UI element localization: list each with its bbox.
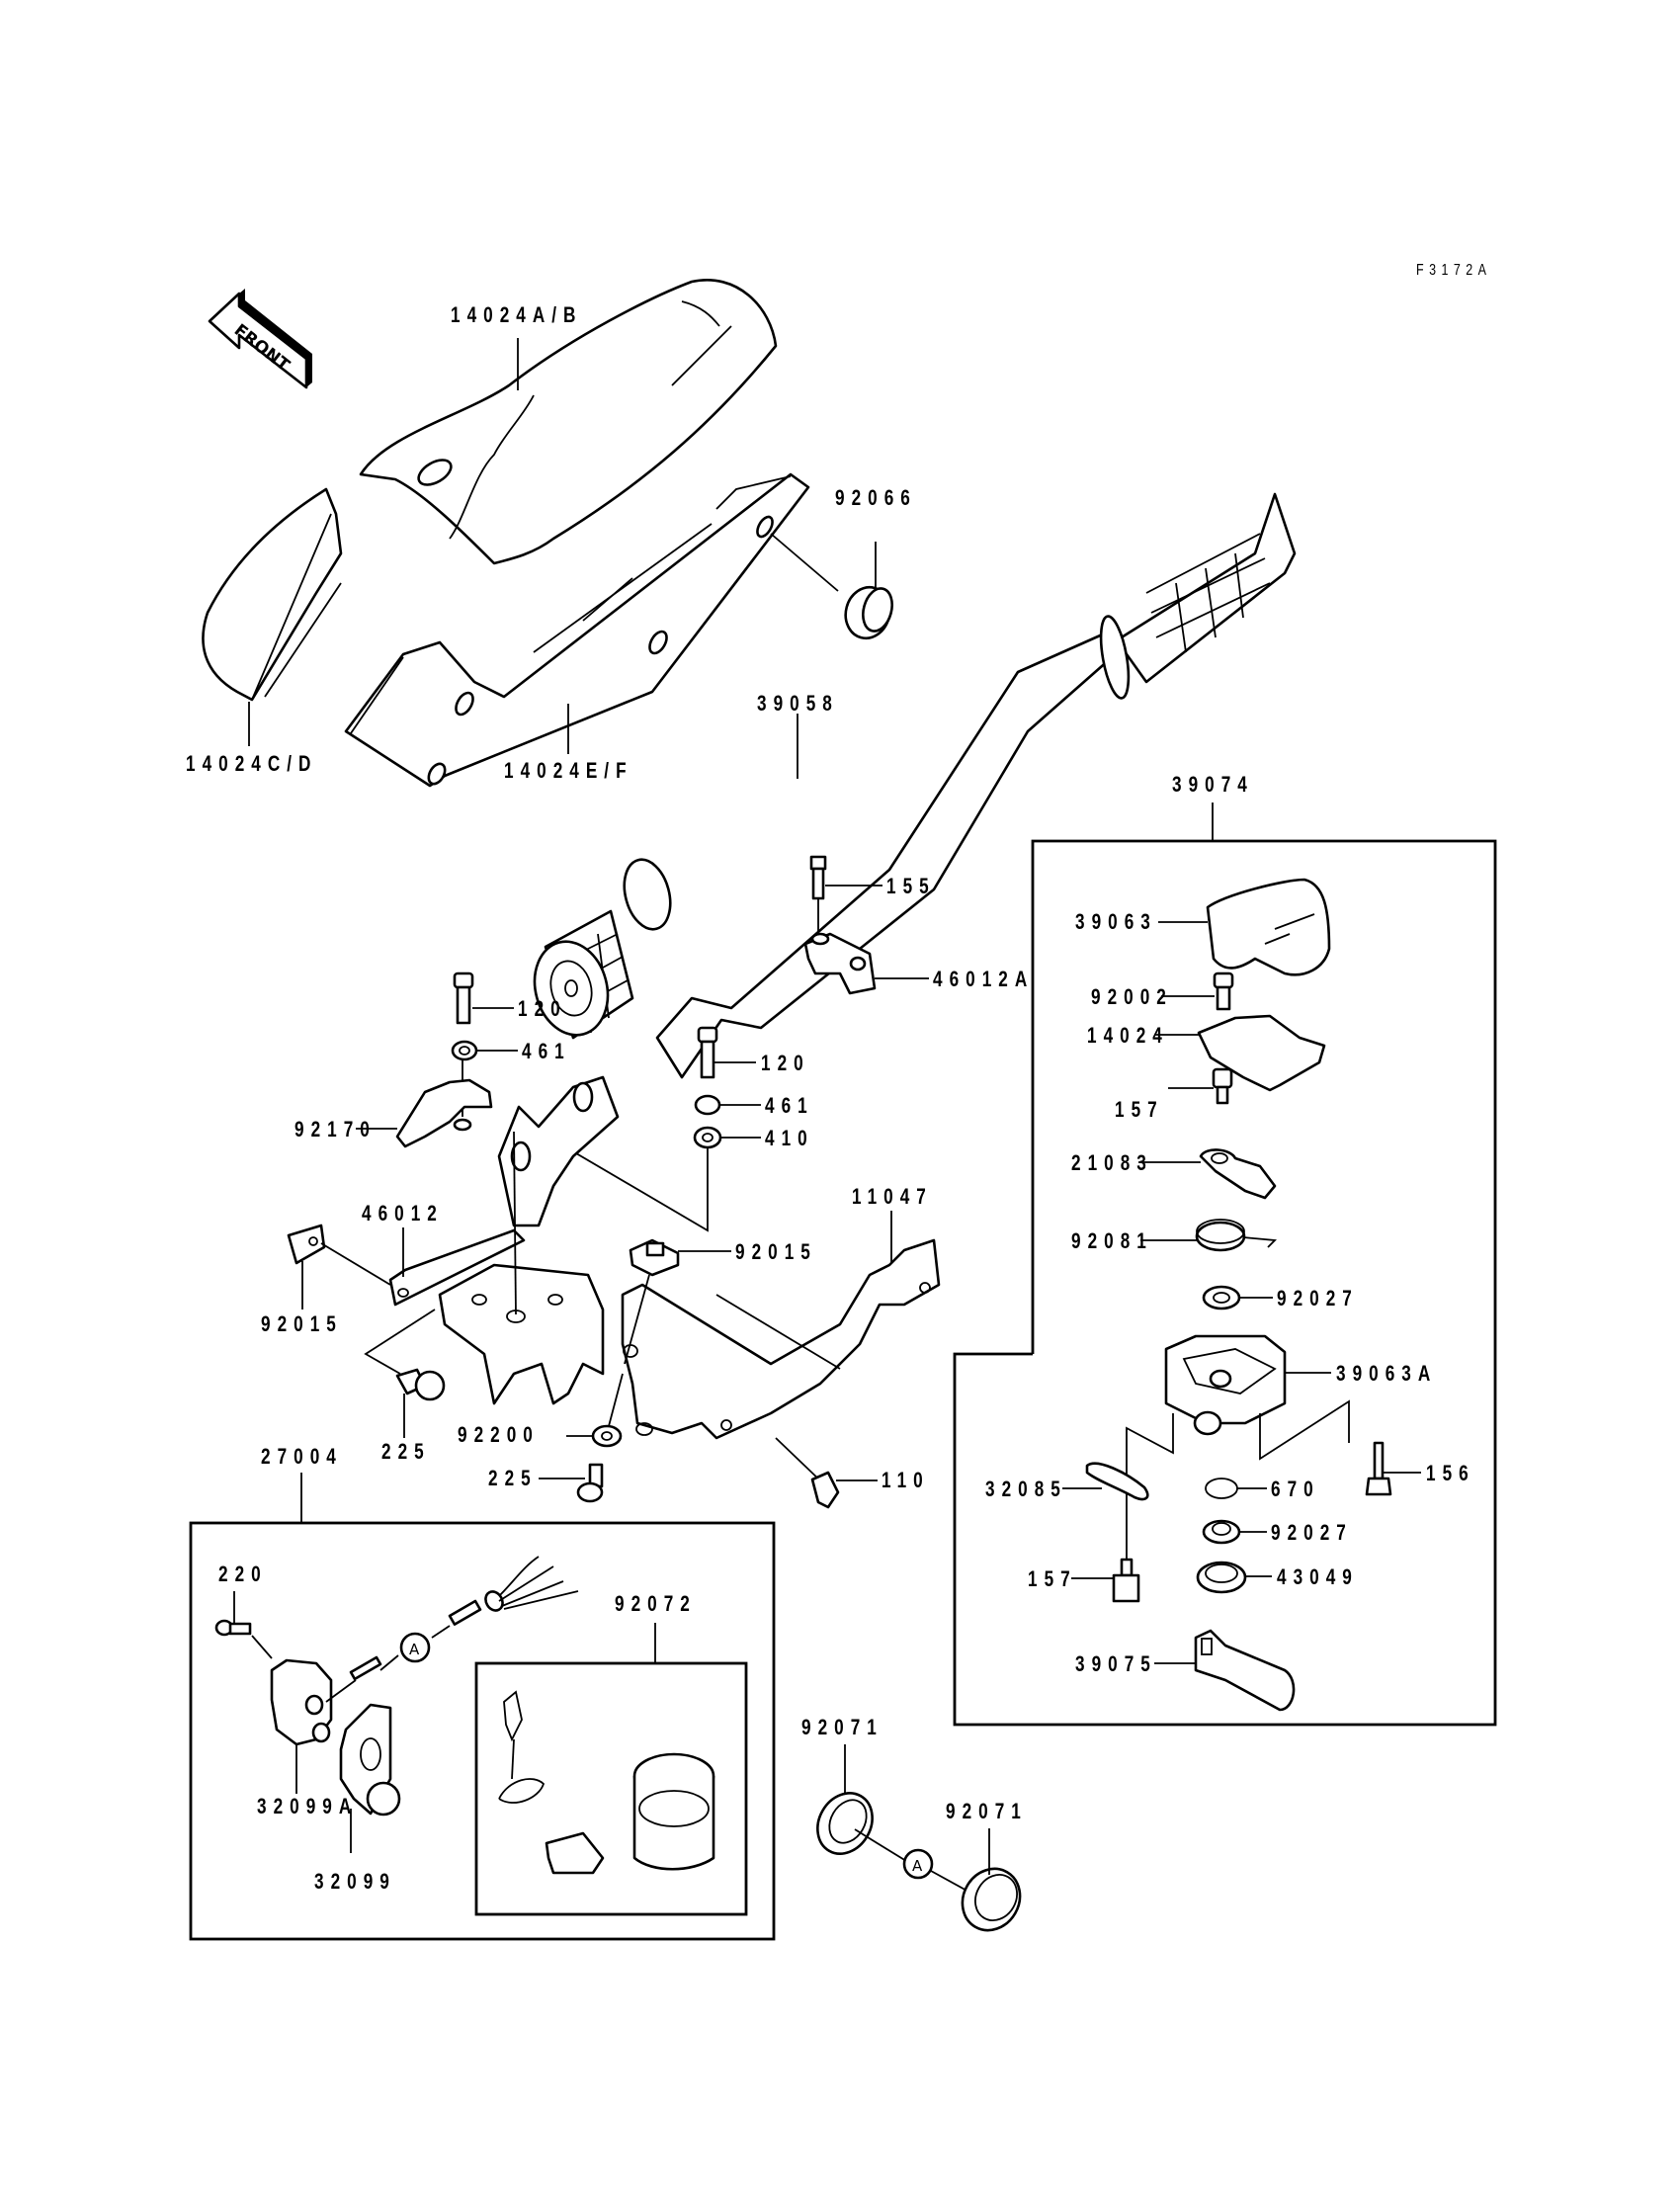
label-39075: 39075	[1075, 1651, 1157, 1676]
marker-a-switch: A	[399, 1632, 431, 1663]
cam-32085	[1062, 1462, 1149, 1501]
plug-92066	[770, 533, 893, 640]
label-92002: 92002	[1091, 984, 1173, 1009]
washer-92027-top	[1202, 1285, 1273, 1310]
screw-225-left	[364, 1309, 446, 1438]
handlebar-holder-46012	[388, 1075, 620, 1405]
bracket-11047	[621, 1211, 941, 1440]
throttle-case-39063A	[1126, 1334, 1350, 1497]
label-39074: 39074	[1172, 772, 1254, 797]
label-157-bottom: 157	[1028, 1566, 1077, 1591]
label-120-right: 120	[761, 1051, 810, 1075]
wire-harness	[325, 1556, 579, 1703]
seat-left-side	[202, 487, 343, 702]
label-32099A: 32099A	[257, 1794, 359, 1818]
label-43049: 43049	[1277, 1564, 1359, 1589]
seat-main	[359, 279, 778, 622]
clamp-92170	[356, 1078, 493, 1148]
nut-92015-right	[624, 1238, 731, 1365]
label-92027-bottom: 92027	[1271, 1520, 1353, 1545]
gasket-14024	[1154, 1014, 1326, 1092]
switch-housing-32099A	[270, 1658, 333, 1794]
label-92081: 92081	[1071, 1228, 1153, 1253]
label-110: 110	[882, 1468, 930, 1492]
oring-670	[1205, 1478, 1267, 1499]
label-220: 220	[218, 1562, 268, 1586]
label-225-right: 225	[488, 1466, 538, 1490]
label-32085: 32085	[985, 1477, 1067, 1501]
label-157-top: 157	[1115, 1097, 1164, 1122]
label-92027-top: 92027	[1277, 1286, 1359, 1310]
label-14024E-F: 14024E/F	[504, 758, 633, 783]
label-155: 155	[886, 874, 936, 898]
svg-text:A: A	[912, 1857, 923, 1875]
label-156: 156	[1426, 1461, 1475, 1485]
label-39063A: 39063A	[1336, 1361, 1438, 1386]
svg-text:A: A	[409, 1641, 420, 1658]
label-14024A-B: 14024A/B	[451, 302, 583, 327]
washer-92200	[566, 1373, 624, 1448]
label-120-left: 120	[518, 996, 567, 1021]
label-461-right: 461	[765, 1093, 814, 1118]
seal-43049	[1196, 1561, 1272, 1594]
marker-a-seal: A	[902, 1848, 971, 1894]
screw-220	[214, 1591, 273, 1659]
label-46012: 46012	[362, 1201, 444, 1225]
bolt-156	[1365, 1441, 1421, 1496]
figure-code: F3172A	[1416, 262, 1492, 279]
label-92071-left: 92071	[801, 1715, 883, 1739]
bolt-120-right	[697, 1026, 756, 1079]
label-27004: 27004	[261, 1444, 343, 1469]
label-92072: 92072	[615, 1591, 697, 1616]
nut-92015-left	[287, 1224, 391, 1310]
label-14024: 14024	[1087, 1023, 1169, 1048]
lever-21083	[1138, 1148, 1277, 1200]
front-arrow-icon: FRONT	[208, 289, 312, 389]
handlebar-holder-46012A	[803, 932, 929, 995]
bolt-110	[775, 1437, 878, 1509]
bolt-120-left	[453, 972, 514, 1025]
handlebar-39058	[533, 492, 1297, 1079]
seat-right-side	[344, 472, 810, 788]
label-21083: 21083	[1071, 1150, 1153, 1175]
switch-housing-32099	[339, 1703, 401, 1853]
washer-92027-bottom	[1202, 1519, 1267, 1545]
lanyard-box-92072	[474, 1623, 748, 1916]
washer-461-right	[694, 1094, 761, 1116]
label-92066: 92066	[835, 485, 917, 510]
switch-assembly-box	[189, 1473, 776, 1941]
label-461-left: 461	[522, 1039, 571, 1063]
label-39058: 39058	[757, 691, 839, 716]
seal-92071-left	[816, 1744, 907, 1862]
label-32099: 32099	[314, 1869, 396, 1894]
label-670: 670	[1271, 1477, 1320, 1501]
seal-92071-right	[961, 1828, 1022, 1932]
label-46012A: 46012A	[933, 967, 1035, 991]
throttle-assembly-box	[953, 803, 1497, 1727]
collar-410	[513, 1116, 761, 1232]
label-410: 410	[765, 1126, 814, 1150]
label-11047: 11047	[852, 1184, 933, 1209]
screw-225-right	[539, 1463, 604, 1503]
bolt-155	[809, 855, 882, 934]
label-92071-right: 92071	[946, 1799, 1028, 1823]
label-225-left: 225	[381, 1439, 431, 1464]
label-92015-right: 92015	[735, 1239, 817, 1264]
throttle-cover-39063	[1158, 878, 1331, 976]
bolt-157-bottom	[1071, 1497, 1140, 1603]
label-14024C-D: 14024C/D	[186, 751, 318, 776]
spring-92081	[1140, 1219, 1277, 1252]
screw-92002	[1161, 972, 1234, 1011]
label-92015-left: 92015	[261, 1311, 343, 1336]
label-39063: 39063	[1075, 909, 1157, 934]
label-92200: 92200	[458, 1422, 540, 1447]
throttle-lever-39075	[1154, 1629, 1296, 1712]
bolt-157-top	[1168, 1067, 1233, 1105]
label-92170: 92170	[294, 1117, 377, 1141]
